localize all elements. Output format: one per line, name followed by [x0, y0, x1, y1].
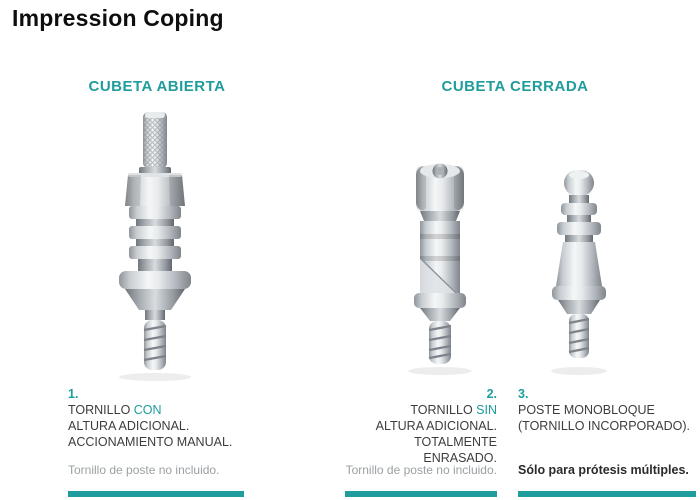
caption-open-tray: 1. TORNILLO CON ALTURA ADICIONAL. ACCION…	[68, 386, 244, 491]
section-heading-closed-tray: CUBETA CERRADA	[441, 78, 589, 95]
caption-number: 2.	[486, 387, 497, 401]
accent-bar-closed-tray	[345, 491, 497, 497]
caption-line-1: TORNILLO CON	[68, 403, 162, 417]
caption-monoblock-post: 3. POSTE MONOBLOQUE (TORNILLO INCORPORAD…	[518, 386, 696, 491]
caption-closed-tray: 2. TORNILLO SIN ALTURA ADICIONAL. TOTALM…	[345, 386, 497, 491]
caption-number: 3.	[518, 387, 529, 401]
caption-number: 1.	[68, 387, 79, 401]
page-title: Impression Coping	[12, 5, 224, 31]
caption-note: Sólo para prótesis múltiples.	[518, 463, 689, 477]
caption-line-3: TOTALMENTE ENRASADO.	[414, 435, 497, 465]
caption-line-1: TORNILLO SIN	[410, 403, 497, 417]
highlight-word: CON	[133, 403, 162, 417]
caption-line-1: POSTE MONOBLOQUE	[518, 403, 655, 417]
accent-bar-open-tray	[68, 491, 244, 497]
caption-line-2: ALTURA ADICIONAL.	[68, 419, 190, 433]
section-heading-open-tray: CUBETA ABIERTA	[88, 78, 226, 95]
caption-line-2: (TORNILLO INCORPORADO).	[518, 419, 691, 433]
caption-line-2: ALTURA ADICIONAL.	[375, 419, 497, 433]
monoblock-post-image	[551, 170, 607, 375]
highlight-word: SIN	[476, 403, 497, 417]
caption-note: Tornillo de poste no incluido.	[68, 463, 220, 477]
accent-bar-monoblock	[518, 491, 696, 497]
closed-tray-coping-image	[408, 163, 472, 375]
caption-note: Tornillo de poste no incluido.	[345, 463, 497, 477]
open-tray-coping-image	[119, 112, 191, 381]
caption-line-3: ACCIONAMIENTO MANUAL.	[68, 435, 233, 449]
